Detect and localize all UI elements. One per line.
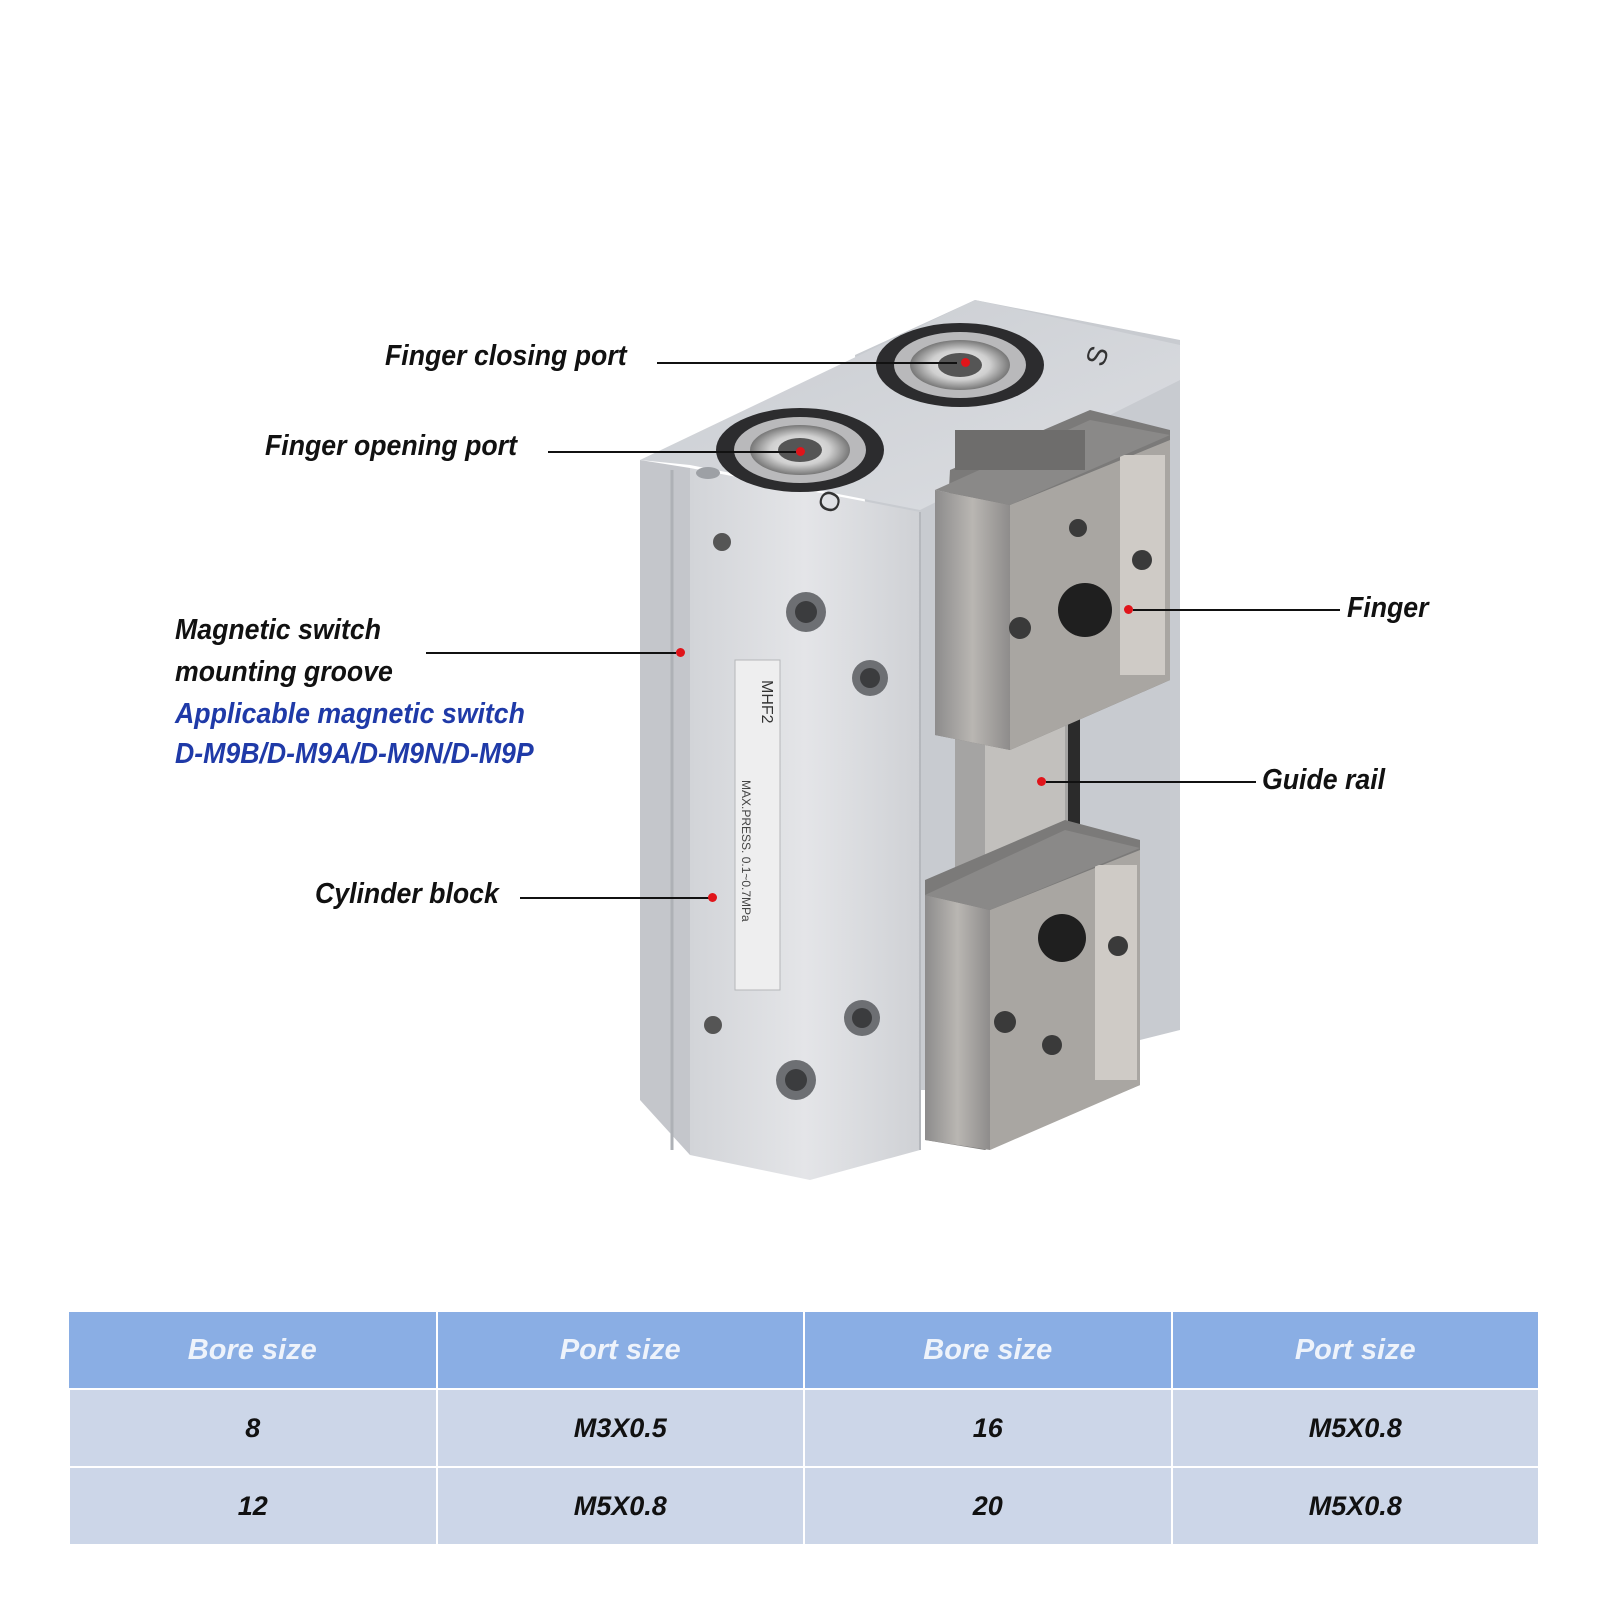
table-cell: 16 bbox=[803, 1388, 1173, 1468]
table-cell: M5X0.8 bbox=[1170, 1388, 1540, 1468]
callout-magnetic-switch-line2: mounting groove bbox=[175, 656, 393, 688]
marker-guide-rail bbox=[1037, 777, 1046, 786]
callout-finger: Finger bbox=[1347, 592, 1429, 624]
callout-finger-closing-port: Finger closing port bbox=[385, 340, 627, 372]
header-port-size: Port size bbox=[1170, 1310, 1540, 1390]
callout-finger-opening-port: Finger opening port bbox=[265, 430, 517, 462]
spec-table: Bore size Port size Bore size Port size … bbox=[68, 1310, 1540, 1546]
mounting-groove bbox=[640, 460, 690, 1155]
callout-magnetic-switch-line1: Magnetic switch bbox=[175, 614, 382, 646]
callout-applicable-switch-line2: D-M9B/D-M9A/D-M9N/D-M9P bbox=[175, 738, 534, 770]
table-cell: M5X0.8 bbox=[435, 1466, 805, 1546]
table-header-row: Bore size Port size Bore size Port size bbox=[69, 1310, 1540, 1390]
leader-finger-closing-port bbox=[657, 362, 957, 364]
header-bore-size: Bore size bbox=[69, 1310, 438, 1390]
callout-guide-rail: Guide rail bbox=[1262, 764, 1386, 796]
mount-hole bbox=[713, 533, 731, 551]
marker-magnetic-switch-groove bbox=[676, 648, 685, 657]
leader-guide-rail bbox=[1046, 781, 1256, 783]
leader-magnetic-switch-groove bbox=[426, 652, 676, 654]
table-cell: 8 bbox=[68, 1388, 438, 1468]
callout-cylinder-block: Cylinder block bbox=[315, 878, 499, 910]
marker-finger-opening-port bbox=[796, 447, 805, 456]
table-cell: M5X0.8 bbox=[1170, 1466, 1540, 1546]
mount-hole bbox=[704, 1016, 722, 1034]
product-diagram: MHF2 MAX.PRESS. 0.1~0.7MPa O S bbox=[175, 300, 1429, 1180]
header-bore-size: Bore size bbox=[803, 1310, 1173, 1390]
callout-applicable-switch-line1: Applicable magnetic switch bbox=[175, 698, 525, 730]
label-plate bbox=[734, 659, 781, 991]
leader-finger-opening-port bbox=[548, 451, 796, 453]
table-cell: M3X0.5 bbox=[435, 1388, 805, 1468]
upper-finger bbox=[935, 410, 1170, 750]
header-port-size: Port size bbox=[435, 1310, 805, 1390]
model-mark: MHF2 bbox=[758, 680, 775, 724]
lower-finger bbox=[925, 820, 1140, 1150]
leader-finger bbox=[1133, 609, 1340, 611]
table-row: 12 M5X0.8 20 M5X0.8 bbox=[68, 1466, 1540, 1546]
marker-finger-closing-port bbox=[961, 358, 970, 367]
marker-cylinder-block bbox=[708, 893, 717, 902]
gripper-illustration: MHF2 MAX.PRESS. 0.1~0.7MPa O S bbox=[640, 300, 1180, 1180]
max-press-mark: MAX.PRESS. 0.1~0.7MPa bbox=[739, 780, 753, 922]
table-row: 8 M3X0.5 16 M5X0.8 bbox=[68, 1388, 1540, 1468]
leader-cylinder-block bbox=[520, 897, 710, 899]
table-cell: 12 bbox=[68, 1466, 438, 1546]
finger-closing-port bbox=[876, 323, 1044, 407]
marker-finger bbox=[1124, 605, 1133, 614]
table-cell: 20 bbox=[803, 1466, 1173, 1546]
